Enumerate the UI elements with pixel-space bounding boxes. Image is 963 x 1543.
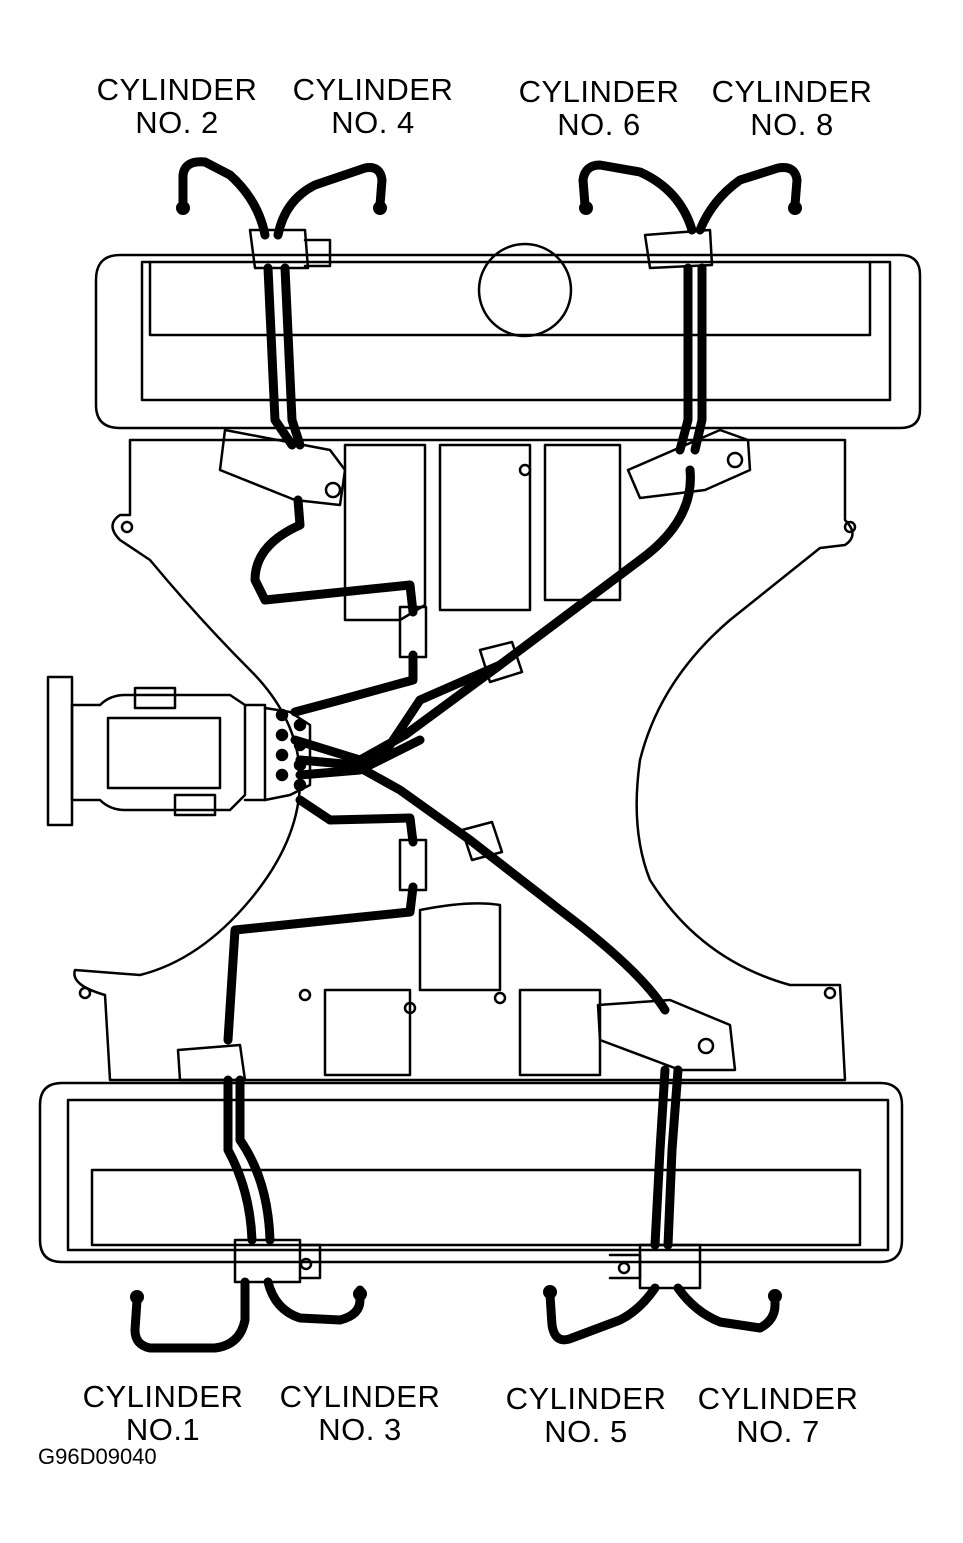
- label-cylinder-3: CYLINDER NO. 3: [260, 1380, 460, 1446]
- label-line: NO.1: [125, 1412, 201, 1447]
- label-line: CYLINDER: [697, 1381, 859, 1416]
- label-line: CYLINDER: [505, 1381, 667, 1416]
- label-line: CYLINDER: [292, 72, 454, 107]
- label-cylinder-4: CYLINDER NO. 4: [273, 73, 473, 139]
- injection-pump: [46, 675, 312, 827]
- intake-manifold: [73, 438, 857, 1082]
- label-line: CYLINDER: [518, 74, 680, 109]
- label-line: CYLINDER: [82, 1379, 244, 1414]
- upper-valve-cover: [94, 242, 922, 430]
- lower-valve-cover: [38, 1081, 904, 1264]
- label-cylinder-6: CYLINDER NO. 6: [499, 75, 699, 141]
- label-line: NO. 2: [135, 105, 219, 140]
- figure-id: G96D09040: [38, 1444, 157, 1469]
- label-line: NO. 3: [318, 1412, 402, 1447]
- label-cylinder-1: CYLINDER NO.1: [63, 1380, 263, 1446]
- label-line: NO. 7: [736, 1414, 820, 1449]
- label-line: CYLINDER: [279, 1379, 441, 1414]
- label-line: CYLINDER: [711, 74, 873, 109]
- label-line: NO. 6: [557, 107, 641, 142]
- label-line: CYLINDER: [96, 72, 258, 107]
- label-cylinder-5: CYLINDER NO. 5: [486, 1382, 686, 1448]
- fuel-lines: [130, 157, 802, 1353]
- label-line: NO. 5: [544, 1414, 628, 1449]
- injector-nozzles: [130, 201, 802, 1304]
- label-line: NO. 8: [750, 107, 834, 142]
- label-cylinder-2: CYLINDER NO. 2: [77, 73, 277, 139]
- label-cylinder-8: CYLINDER NO. 8: [692, 75, 892, 141]
- label-line: NO. 4: [331, 105, 415, 140]
- label-cylinder-7: CYLINDER NO. 7: [678, 1382, 878, 1448]
